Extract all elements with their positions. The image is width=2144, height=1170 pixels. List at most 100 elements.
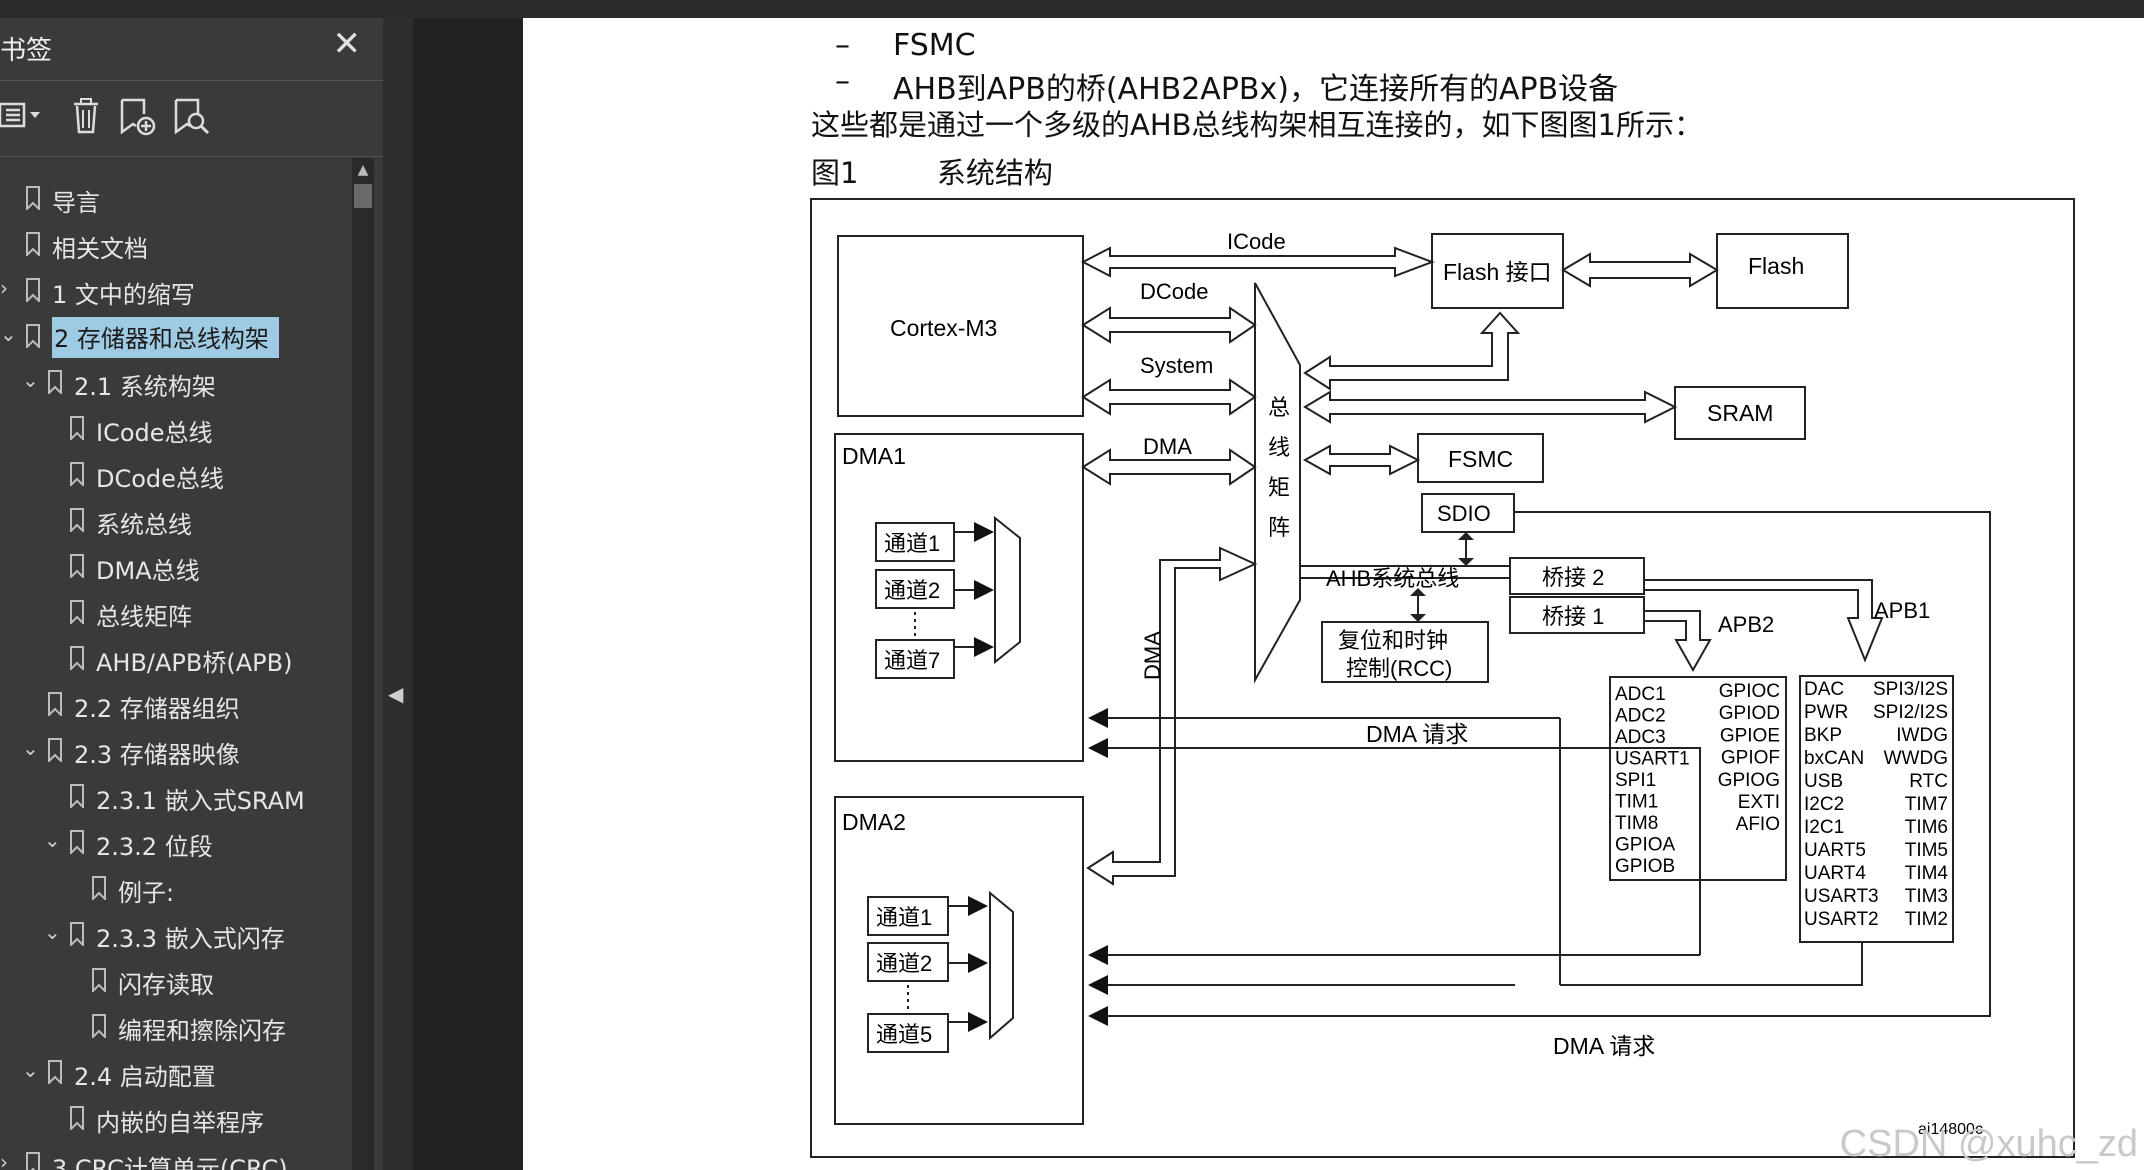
bookmark-item[interactable]: › 3 CRC计算单元(CRC)	[0, 1142, 352, 1170]
apb1-peripheral: SPI3/I2S	[1873, 679, 1948, 700]
panel-splitter[interactable]	[383, 18, 413, 1170]
apb1-label: APB1	[1874, 598, 1930, 623]
bookmark-label: 2.3.2 位段	[96, 833, 213, 861]
sram-box	[1674, 386, 1806, 440]
bookmark-item[interactable]: AHB/APB桥(APB)	[0, 636, 352, 680]
bookmark-icon	[26, 186, 40, 210]
apb1-peripheral: TIM5	[1905, 840, 1948, 861]
bookmark-item[interactable]: ⌄ 2.3.2 位段	[0, 820, 352, 864]
dma1-channel-label: 通道1	[884, 531, 940, 556]
bookmark-item[interactable]: 2.2 存储器组织	[0, 682, 352, 726]
bookmark-label: AHB/APB桥(APB)	[96, 649, 293, 677]
bookmark-icon	[26, 324, 40, 348]
bookmark-item[interactable]: 2.3.1 嵌入式SRAM	[0, 774, 352, 818]
chevron-down-icon[interactable]: ⌄	[0, 322, 17, 346]
bookmark-item[interactable]: ⌄ 2.4 启动配置	[0, 1050, 352, 1094]
bookmark-item[interactable]: ⌄ 2 存储器和总线构架	[0, 314, 352, 358]
bookmark-icon	[48, 1060, 62, 1084]
apb2-peripheral: EXTI	[1738, 792, 1780, 813]
bus-matrix	[1254, 282, 1301, 684]
bookmark-icon	[70, 416, 84, 440]
bookmark-item[interactable]: 相关文档	[0, 222, 352, 266]
bookmark-label: 3 CRC计算单元(CRC)	[52, 1155, 288, 1170]
bookmark-icon	[70, 1106, 84, 1130]
bookmark-item[interactable]: 例子:	[0, 866, 352, 910]
bookmark-item[interactable]: 系统总线	[0, 498, 352, 542]
apb1-peripheral: UART5	[1804, 840, 1866, 861]
outline-menu-icon[interactable]	[0, 94, 44, 138]
dma1-channel-label: 通道7	[884, 648, 940, 673]
apb2-peripheral: GPIOE	[1720, 725, 1780, 746]
bookmark-label: 闪存读取	[118, 971, 214, 999]
apb1-peripheral: DAC	[1804, 679, 1844, 700]
apb1-peripheral: BKP	[1804, 725, 1842, 746]
dma-bus-label: DMA	[1143, 434, 1192, 459]
bookmark-icon	[26, 278, 40, 302]
bookmark-scrollbar[interactable]: ▲	[352, 158, 374, 1170]
delete-icon[interactable]	[68, 94, 112, 138]
bookmark-label: 编程和擦除闪存	[118, 1017, 286, 1045]
bookmark-label: 2.2 存储器组织	[74, 695, 240, 723]
bookmark-item[interactable]: ICode总线	[0, 406, 352, 450]
flash-interface-label: Flash 接口	[1443, 259, 1552, 285]
bookmark-item[interactable]: DCode总线	[0, 452, 352, 496]
bookmark-icon	[70, 830, 84, 854]
apb2-peripheral: GPIOC	[1719, 681, 1780, 702]
bookmark-icon	[48, 738, 62, 762]
scroll-up-icon[interactable]: ▲	[357, 162, 369, 178]
collapse-panel-icon[interactable]: ◀	[388, 682, 404, 706]
bookmark-item[interactable]: 导言	[0, 176, 352, 220]
bookmark-icon	[70, 646, 84, 670]
flash-label: Flash	[1748, 253, 1804, 279]
apb1-peripheral: TIM4	[1905, 863, 1949, 884]
dma1-label: DMA1	[842, 443, 906, 469]
bookmark-icon	[70, 508, 84, 532]
bookmark-item[interactable]: 内嵌的自举程序	[0, 1096, 352, 1140]
chevron-down-icon[interactable]: ⌄	[22, 1058, 39, 1082]
apb-arrows	[1643, 579, 1884, 673]
apb1-peripheral: TIM2	[1905, 909, 1948, 930]
bookmark-item[interactable]: ⌄ 2.3.3 嵌入式闪存	[0, 912, 352, 956]
bookmark-item[interactable]: ›1 文中的缩写	[0, 268, 352, 312]
apb2-peripheral: ADC1	[1615, 684, 1666, 705]
chevron-down-icon[interactable]: ⌄	[44, 920, 61, 944]
bookmark-label: 内嵌的自举程序	[96, 1109, 264, 1137]
apb1-peripheral: WWDG	[1884, 748, 1948, 769]
close-icon[interactable]: ✕	[332, 24, 362, 64]
bookmark-item[interactable]: 编程和擦除闪存	[0, 1004, 352, 1048]
bookmark-label: 2.3.3 嵌入式闪存	[96, 925, 285, 953]
bridge1-box	[1509, 596, 1645, 634]
bookmark-label: ICode总线	[96, 419, 213, 447]
bookmark-icon	[48, 370, 62, 394]
bookmark-icon	[92, 1014, 106, 1038]
add-bookmark-icon[interactable]	[118, 94, 162, 138]
chevron-right-icon[interactable]: ›	[0, 276, 8, 300]
dma-vertical-label: DMA	[1140, 631, 1165, 680]
chevron-down-icon[interactable]: ⌄	[22, 368, 39, 392]
apb2-peripheral: SPI1	[1615, 770, 1656, 791]
rcc-box	[1321, 621, 1489, 683]
chevron-down-icon[interactable]: ⌄	[44, 828, 61, 852]
bus-matrix-label: 总 线 矩 阵	[1268, 395, 1296, 540]
bookmark-item[interactable]: ⌄2.3 存储器映像	[0, 728, 352, 772]
chevron-right-icon[interactable]: ›	[0, 1150, 8, 1170]
dma-request-top-label: DMA 请求	[1366, 721, 1468, 747]
find-bookmark-icon[interactable]	[172, 94, 216, 138]
apb2-peripheral: GPIOB	[1615, 856, 1675, 877]
bookmark-tree: 导言相关文档›1 文中的缩写 ⌄ 2 存储器和总线构架⌄2.1 系统构架 ICode总…	[0, 158, 352, 1170]
figure-id: ai14800c	[1918, 1121, 1983, 1138]
bookmark-icon	[92, 876, 106, 900]
bookmark-item[interactable]: 总线矩阵	[0, 590, 352, 634]
scroll-thumb[interactable]	[354, 184, 372, 208]
apb1-peripheral: IWDG	[1896, 725, 1948, 746]
apb1-peripheral-box	[1799, 675, 1954, 943]
chevron-down-icon[interactable]: ⌄	[22, 736, 39, 760]
bookmark-label: 2.4 启动配置	[74, 1063, 216, 1091]
bookmark-label: 2 存储器和总线构架	[52, 317, 279, 358]
bookmark-icon	[70, 554, 84, 578]
bookmark-item[interactable]: ⌄2.1 系统构架	[0, 360, 352, 404]
bookmark-item[interactable]: 闪存读取	[0, 958, 352, 1002]
apb2-peripheral: GPIOA	[1615, 835, 1676, 856]
dma2-box	[834, 796, 1084, 1125]
bookmark-item[interactable]: DMA总线	[0, 544, 352, 588]
